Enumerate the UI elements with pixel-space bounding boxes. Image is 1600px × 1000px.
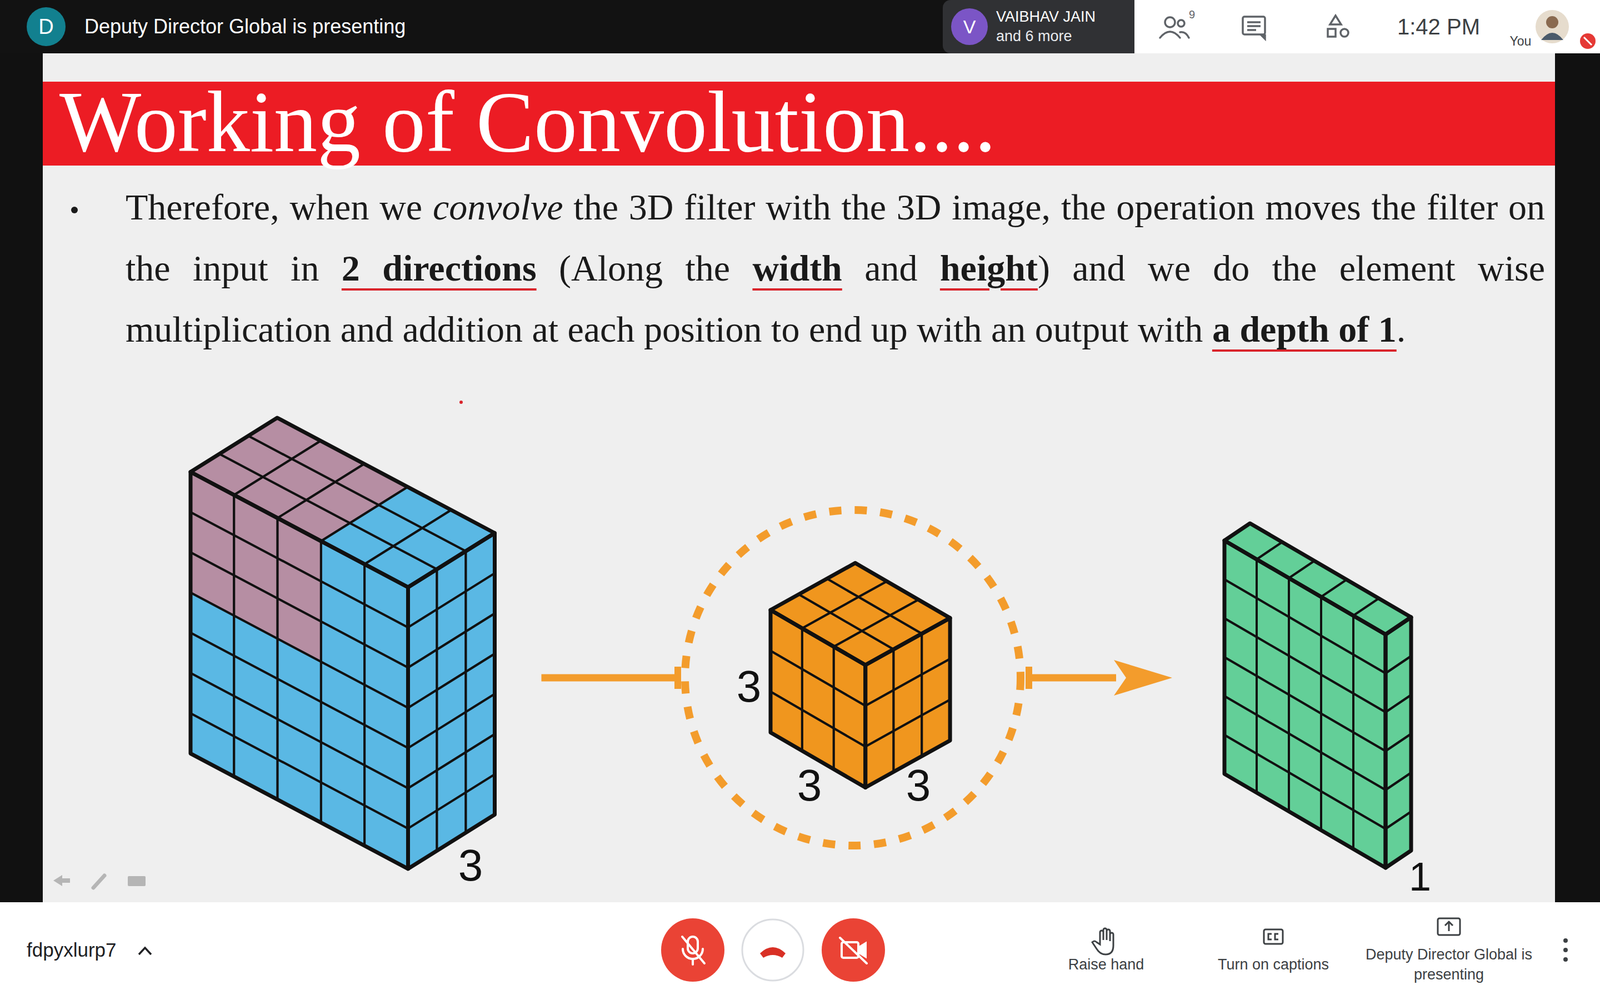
button-label: Raise hand	[1068, 956, 1145, 974]
connector-line	[1025, 674, 1117, 682]
caret-icon	[138, 947, 152, 955]
arrow-head	[1113, 660, 1173, 696]
dimension-label: 3	[797, 763, 823, 808]
meeting-code: fdpyxlurp7	[26, 938, 117, 962]
presentation-frame	[0, 53, 1600, 903]
camera-off-icon	[840, 937, 867, 964]
output-map-drawing	[1220, 518, 1416, 873]
avatar-initial: V	[963, 17, 977, 37]
cube-outline	[1385, 617, 1412, 868]
button-label: Turn on captions	[1217, 956, 1329, 974]
self-avatar-head	[1546, 16, 1559, 29]
self-label: You	[1510, 33, 1532, 49]
top-toolbar	[1134, 0, 1600, 54]
more-options-icon	[1563, 938, 1568, 962]
bottom-bar	[0, 902, 1600, 1000]
muted-badge-slash	[1583, 37, 1592, 45]
connector-tick	[674, 666, 682, 689]
presenter-banner: Deputy Director Global is presenting	[84, 15, 406, 38]
connector-line	[541, 674, 682, 682]
dimension-label: 3	[906, 763, 932, 808]
filter-kernel: 3 3 3	[681, 506, 1025, 850]
body-text: .	[1396, 308, 1407, 350]
avatar-initial: D	[38, 16, 54, 38]
hangup-button	[742, 919, 804, 981]
clock: 1:42 PM	[1397, 13, 1480, 40]
highlighted-term: a depth of 1	[1212, 308, 1397, 350]
participant-avatar: V	[951, 8, 988, 45]
mic-button	[661, 918, 725, 982]
body-text: (Along the	[558, 247, 730, 289]
pen-dot	[459, 400, 463, 404]
presenter-avatar: D	[26, 7, 66, 47]
connector-tick	[1025, 666, 1033, 689]
top-bar	[0, 0, 1600, 54]
cube-outline	[407, 532, 495, 869]
highlighted-term: height	[940, 247, 1038, 289]
cube-outline	[770, 562, 950, 665]
slide-pen-icon	[93, 875, 105, 888]
dimension-label: 3	[458, 843, 484, 888]
cube-outline	[865, 617, 950, 788]
muted-badge	[1580, 33, 1596, 49]
participant-name: VAIBHAV JAIN	[996, 8, 1096, 26]
chat-icon	[1242, 16, 1265, 39]
bullet	[71, 206, 78, 214]
captions-icon	[1263, 929, 1283, 944]
highlighted-term: 2 directions	[341, 247, 537, 289]
activities-icon	[1327, 15, 1349, 37]
slide-back-icon	[53, 875, 70, 887]
cube-outline	[1224, 523, 1412, 635]
filter-kernel-drawing	[681, 506, 1025, 850]
input-volume: 3	[186, 413, 500, 874]
people-icon	[1160, 17, 1189, 38]
self-avatar-body	[1541, 32, 1564, 40]
connector-arrow	[541, 666, 682, 689]
italic-term: convolve	[432, 186, 564, 228]
self-avatar	[1535, 10, 1569, 44]
button-label: Deputy Director Global is presenting	[1357, 944, 1541, 985]
participants-chip	[942, 0, 1143, 54]
slide-body: Therefore, when we convolve the 3D filte…	[125, 176, 1545, 360]
slide-menu-icon	[127, 876, 146, 887]
body-text: Therefore, when we	[125, 186, 423, 228]
highlighted-term: width	[752, 247, 842, 289]
filter-ring	[685, 510, 1021, 846]
camera-button	[821, 918, 885, 982]
mic-off-icon	[682, 936, 705, 965]
slide-title: Working of Convolution....	[59, 78, 997, 166]
output-map: 1	[1220, 518, 1416, 873]
dimension-label: 1	[1408, 856, 1432, 897]
slide	[42, 53, 1555, 903]
connector-arrow	[1025, 660, 1173, 696]
participant-count: and 6 more	[996, 27, 1073, 45]
body-text: and	[864, 247, 918, 289]
present-icon	[1437, 918, 1460, 935]
dimension-label: 3	[736, 664, 762, 709]
hangup-icon	[760, 947, 786, 958]
raise-hand-icon	[1092, 928, 1114, 955]
people-badge: 9	[1188, 8, 1195, 22]
input-volume-drawing	[186, 413, 500, 874]
